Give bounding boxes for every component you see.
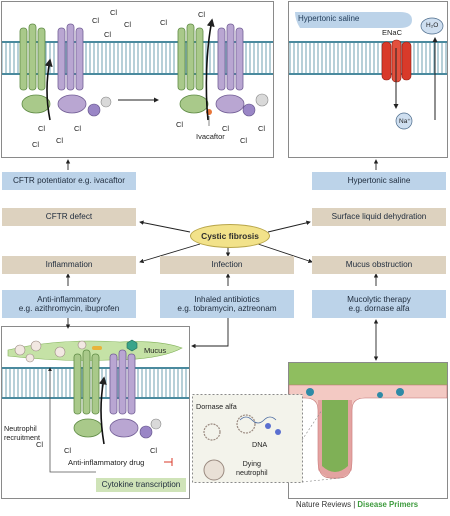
enac-channel	[381, 39, 413, 130]
mucus-label: Mucus	[144, 346, 167, 355]
chloride-ion: Cl	[74, 124, 82, 133]
inhaled-antibiotics-box: Inhaled antibiotics e.g. tobramycin, azt…	[160, 290, 294, 318]
water-label: H₂O	[426, 22, 439, 29]
infection-box: Infection	[160, 256, 294, 274]
chloride-ion: Cl	[104, 30, 112, 39]
credit-separator: |	[353, 500, 356, 509]
surface-liquid-dehydration-box: Surface liquid dehydration	[312, 208, 446, 226]
chloride-ion: Cl	[124, 20, 132, 29]
hypertonic-saline-label: Hypertonic saline	[298, 14, 360, 23]
sodium-label: Na⁺	[399, 118, 411, 125]
neutrophil-recruitment-label: Neutrophil recruitment	[4, 424, 40, 442]
mucus-obstruction-box: Mucus obstruction	[312, 256, 446, 274]
cytokine-transcription-box: Cytokine transcription	[96, 478, 186, 492]
series-name: Disease Primers	[357, 500, 419, 509]
chloride-ion: Cl	[92, 16, 100, 25]
chloride-ion: Cl	[110, 8, 118, 17]
chloride-ion: Cl	[258, 124, 266, 133]
chloride-ion: Cl	[176, 120, 184, 129]
enac-label: ENaC	[382, 28, 403, 37]
chloride-ion: Cl	[222, 124, 230, 133]
chloride-ion: Cl	[160, 18, 168, 27]
cftr-defect-box: CFTR defect	[2, 208, 136, 226]
hypertonic-saline-box: Hypertonic saline	[312, 172, 446, 190]
journal-name: Nature Reviews	[296, 500, 352, 509]
cftr-channel-closed	[19, 23, 112, 121]
sodium-ion	[395, 112, 413, 130]
dornase-alfa-label: Dornase alfa	[196, 402, 237, 411]
cftr-channel-inflamed	[73, 349, 162, 445]
dna-label: DNA	[252, 440, 268, 449]
cftr-potentiator-box: CFTR potentiator e.g. ivacaftor	[2, 172, 136, 190]
dying-neutrophil-label: Dying neutrophil	[236, 459, 268, 477]
chloride-ion: Cl	[198, 10, 206, 19]
chloride-ion: Cl	[32, 140, 40, 149]
anti-inflammatory-box: Anti-inflammatory e.g. azithromycin, ibu…	[2, 290, 136, 318]
water-molecule	[420, 17, 444, 35]
mucolytic-therapy-box: Mucolytic therapy e.g. dornase alfa	[312, 290, 446, 318]
chloride-ion: Cl	[64, 446, 72, 455]
submucosal-gland-mucus	[322, 400, 348, 472]
inflammation-box: Inflammation	[2, 256, 136, 274]
chloride-ion: Cl	[56, 136, 64, 145]
chloride-ion: Cl	[38, 124, 46, 133]
airway-mucus	[289, 363, 447, 385]
chloride-ion: Cl	[150, 446, 158, 455]
credit-line: Nature Reviews | Disease Primers	[296, 500, 418, 509]
saline-layer	[295, 12, 412, 28]
ivacaftor-label: Ivacaftor	[196, 132, 225, 141]
cystic-fibrosis-node: Cystic fibrosis	[190, 224, 270, 248]
chloride-ion: Cl	[240, 136, 248, 145]
chloride-ion: Cl	[36, 440, 44, 449]
anti-inflammatory-drug-label: Anti-inflammatory drug	[68, 458, 145, 467]
cftr-channel-open	[177, 18, 269, 126]
mucus-layer	[7, 340, 183, 361]
